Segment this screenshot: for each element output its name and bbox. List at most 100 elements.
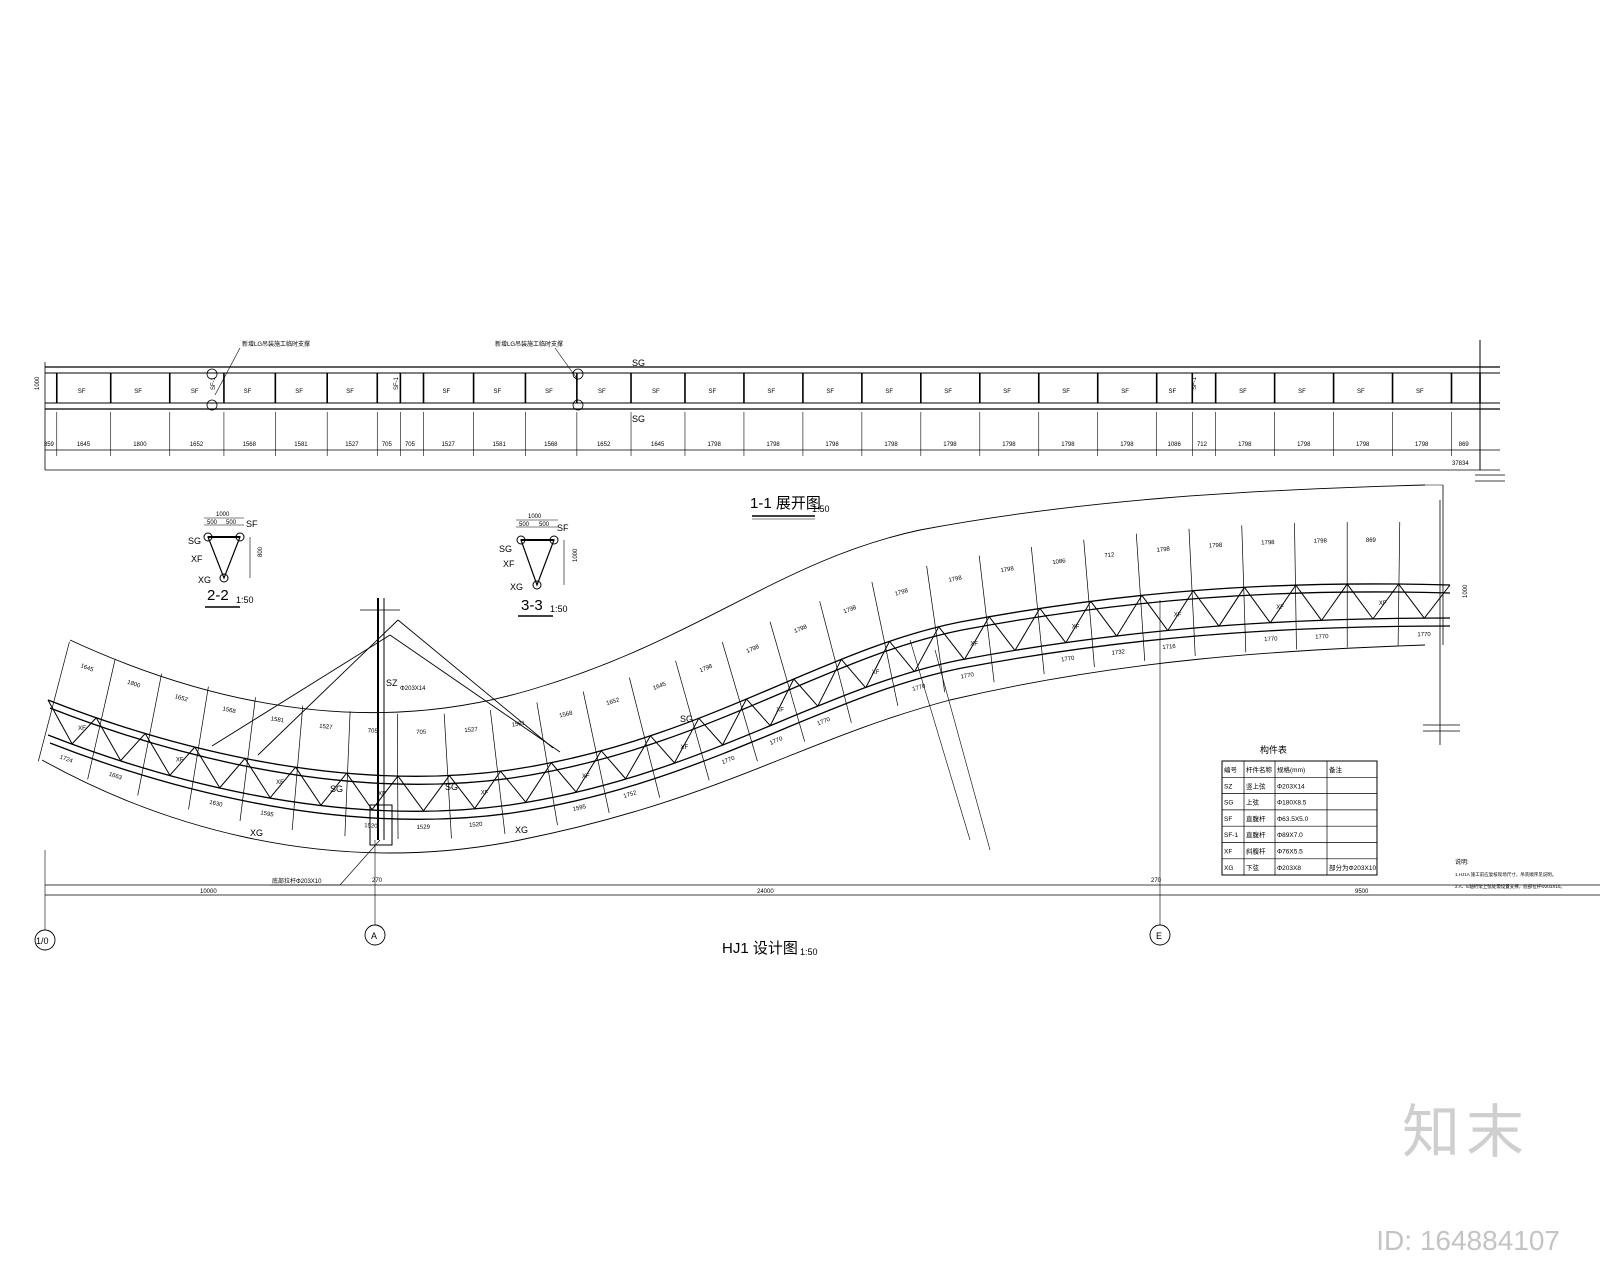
strip-dim-label: 1798	[1120, 442, 1134, 448]
plan-radial-ticks	[37, 522, 1401, 840]
strip-dim-label: 1798	[943, 442, 957, 448]
strip-dim-label: 1652	[597, 442, 611, 448]
strip-dim-label: 1800	[133, 442, 147, 448]
web-diagonal	[47, 699, 73, 745]
strip-height-label: 1000	[35, 376, 41, 390]
web-diagonal	[1346, 583, 1374, 620]
strip-panel-label: SF	[1062, 389, 1070, 395]
section-2-2-detail: 1000 500 500 800 SG SF XF XG 2-2 1:50	[188, 512, 264, 608]
s22-label-sg: SG	[188, 536, 201, 546]
strip-panel-label: SF	[1416, 389, 1424, 395]
table-cell: Φ89X7.0	[1277, 832, 1303, 839]
notes-line-1: 1.HJ1A 施工前应复核现场尺寸，吊装顺序见说明。	[1455, 871, 1556, 878]
plan-top-dim: 1568	[559, 710, 574, 719]
web-diagonal	[525, 762, 552, 803]
web-diagonal	[219, 758, 246, 789]
web-diagonal	[1167, 590, 1194, 631]
table-cell: Φ180X8.5	[1277, 800, 1307, 807]
web-diagonal	[423, 775, 450, 812]
plan-top-dim: 1798	[1261, 540, 1275, 547]
radial-tick	[443, 713, 452, 839]
table-cell: XG	[1224, 865, 1233, 872]
radial-tick	[871, 581, 899, 706]
watermark-brand: 知末	[1401, 1098, 1530, 1166]
strip-dim-label: 1798	[825, 442, 839, 448]
web-diagonal	[840, 658, 867, 689]
web-xf-label: XF	[1174, 613, 1182, 619]
strip-dim-label: 1798	[1061, 442, 1075, 448]
s22-title: 2-2	[207, 587, 229, 604]
web-xf-label: XF	[582, 774, 590, 780]
web-diagonal	[269, 766, 296, 799]
strip-dim-label: 1798	[1002, 442, 1016, 448]
radial-tick	[819, 601, 852, 723]
strip-panel-label: SF	[1298, 389, 1306, 395]
radial-tick	[1135, 533, 1146, 661]
web-xf-label: XF	[776, 708, 784, 714]
table-cell: 直腹杆	[1246, 814, 1266, 823]
table-cell: Φ63.5X5.0	[1277, 816, 1309, 823]
web-diagonal	[144, 733, 171, 776]
s33-height: 1000	[573, 548, 579, 562]
web-diagonal	[963, 616, 990, 660]
plan-bottom-dim: 1716	[1162, 644, 1177, 651]
table-cell: Φ76X5.5	[1277, 849, 1303, 856]
radial-tick	[675, 660, 710, 781]
table-cell: 上弦	[1246, 798, 1260, 807]
web-diagonal	[194, 746, 221, 789]
strip-panel-label: SF	[826, 389, 834, 395]
plan-bottom-dim: 1630	[209, 800, 224, 809]
strip-total-dim: 37834	[1452, 461, 1469, 467]
web-diagonal	[1065, 601, 1092, 643]
web-diagonal	[1295, 584, 1322, 621]
strip-panel-label: SF	[346, 389, 354, 395]
plan-top-dim: 1645	[79, 663, 94, 673]
s33-half-right: 500	[539, 522, 550, 528]
s22-label-sf: SF	[246, 519, 258, 529]
strip-dim-label: 1798	[1356, 442, 1370, 448]
radial-tick	[188, 686, 209, 810]
radial-tick	[1030, 546, 1045, 675]
plan-top-dim: 1581	[270, 716, 285, 724]
plan-top-dim: 1652	[606, 697, 621, 707]
web-diagonal	[1218, 587, 1245, 627]
web-diagonal	[120, 733, 146, 761]
web-diagonal	[448, 775, 476, 809]
web-diagonal	[793, 678, 819, 707]
plan-top-dim: 1645	[652, 681, 667, 691]
web-diagonal	[550, 762, 577, 793]
web-xf-label: XF	[872, 670, 880, 676]
plan-top-dim: 1798	[1000, 566, 1015, 574]
web-diagonal	[746, 698, 771, 726]
strip-bottom-chord-label: SG	[632, 414, 645, 424]
strip-note-left: 新增LG吊装施工临时支撑	[242, 340, 310, 348]
plan-bottom-dim: 1770	[1417, 632, 1431, 638]
strip-dim-label: 1798	[1297, 442, 1311, 448]
web-diagonal	[1244, 587, 1271, 624]
plan-sz-spec: Φ203X14	[400, 686, 426, 692]
table-header-cell: 备注	[1329, 765, 1343, 774]
strip-panel-label: SF	[244, 389, 252, 395]
strip-dim-label: 1798	[766, 442, 780, 448]
chord-xg-label: XG	[250, 828, 263, 838]
s33-width: 1000	[528, 514, 542, 520]
plan-width-label: 1000	[1463, 584, 1469, 598]
elevation-1-1: 1000 SG SG 37834 新增LG吊装施工临时支撑 新增LG吊装施工临时…	[35, 340, 1505, 482]
table-cell: SG	[1224, 800, 1233, 807]
web-diagonal	[397, 775, 424, 812]
web-diagonal	[674, 718, 700, 764]
s22-height: 800	[258, 546, 264, 557]
radial-tick	[978, 555, 995, 683]
web-diagonal	[1192, 590, 1220, 627]
plan-sz-label: SZ	[386, 678, 398, 688]
radial-tick	[137, 673, 162, 796]
plan-top-dim: 1798	[894, 588, 909, 598]
web-diagonal	[295, 766, 322, 806]
web-xf-label: XF	[970, 642, 978, 648]
s33-label-sg: SG	[499, 544, 512, 554]
radial-tick	[1188, 528, 1196, 657]
